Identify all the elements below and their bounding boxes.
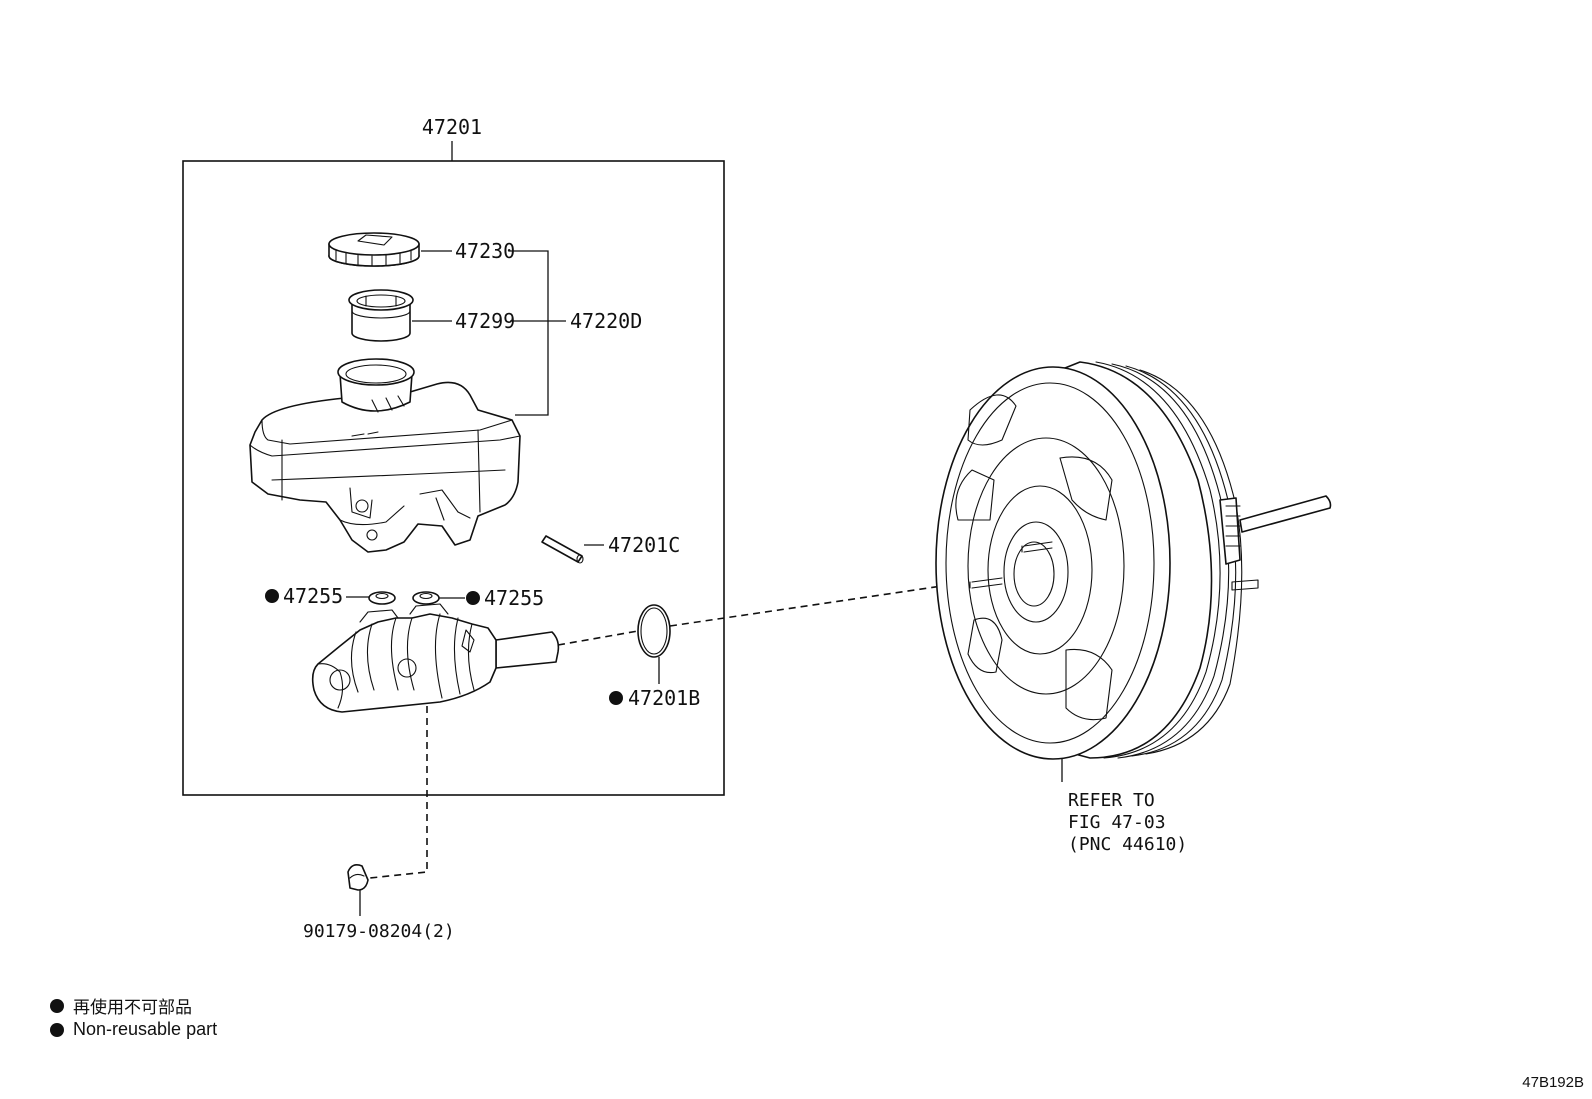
non-reusable-marker-grommet-left: [265, 589, 279, 603]
part-label-reservoir-subassy[interactable]: 47220D: [570, 309, 642, 333]
figure-code: 47B192B: [1522, 1074, 1584, 1091]
strainer-drawing: [348, 289, 414, 342]
part-label-strainer[interactable]: 47299: [455, 309, 515, 333]
legend-english: Non-reusable part: [50, 1019, 217, 1040]
legend-marker-icon: [50, 1022, 64, 1037]
grommet-left-drawing: [368, 591, 396, 605]
part-label-cap[interactable]: 47230: [455, 239, 515, 263]
assembly-part-number[interactable]: 47201: [422, 115, 482, 139]
grommet-right-drawing: [412, 591, 440, 605]
legend-english-text: Non-reusable part: [73, 1019, 218, 1039]
legend-japanese: 再使用不可部品: [50, 993, 192, 1018]
assembly-boundary-box: [182, 160, 725, 796]
o-ring-drawing: [637, 604, 671, 658]
part-label-pin[interactable]: 47201C: [608, 533, 680, 557]
part-label-grommet-left[interactable]: 47255: [283, 584, 343, 608]
reservoir-tank-drawing: [249, 377, 521, 553]
brake-booster-drawing: [935, 361, 1332, 760]
part-label-plug[interactable]: 90179-08204(2): [303, 921, 455, 942]
booster-reference-line1[interactable]: REFER TO: [1068, 790, 1155, 811]
non-reusable-marker-grommet-right: [466, 591, 480, 605]
non-reusable-marker-o-ring: [609, 691, 623, 705]
booster-reference-line3[interactable]: (PNC 44610): [1068, 834, 1187, 855]
pin-drawing: [541, 535, 584, 564]
reservoir-neck-drawing: [337, 358, 415, 413]
plug-drawing: [347, 864, 369, 891]
booster-reference-line2[interactable]: FIG 47-03: [1068, 812, 1166, 833]
reservoir-cap-drawing: [328, 232, 420, 267]
master-cylinder-drawing: [311, 603, 560, 713]
part-label-o-ring[interactable]: 47201B: [628, 686, 700, 710]
part-label-grommet-right[interactable]: 47255: [484, 586, 544, 610]
legend-marker-icon: [50, 998, 64, 1013]
legend-japanese-text: 再使用不可部品: [73, 998, 192, 1018]
